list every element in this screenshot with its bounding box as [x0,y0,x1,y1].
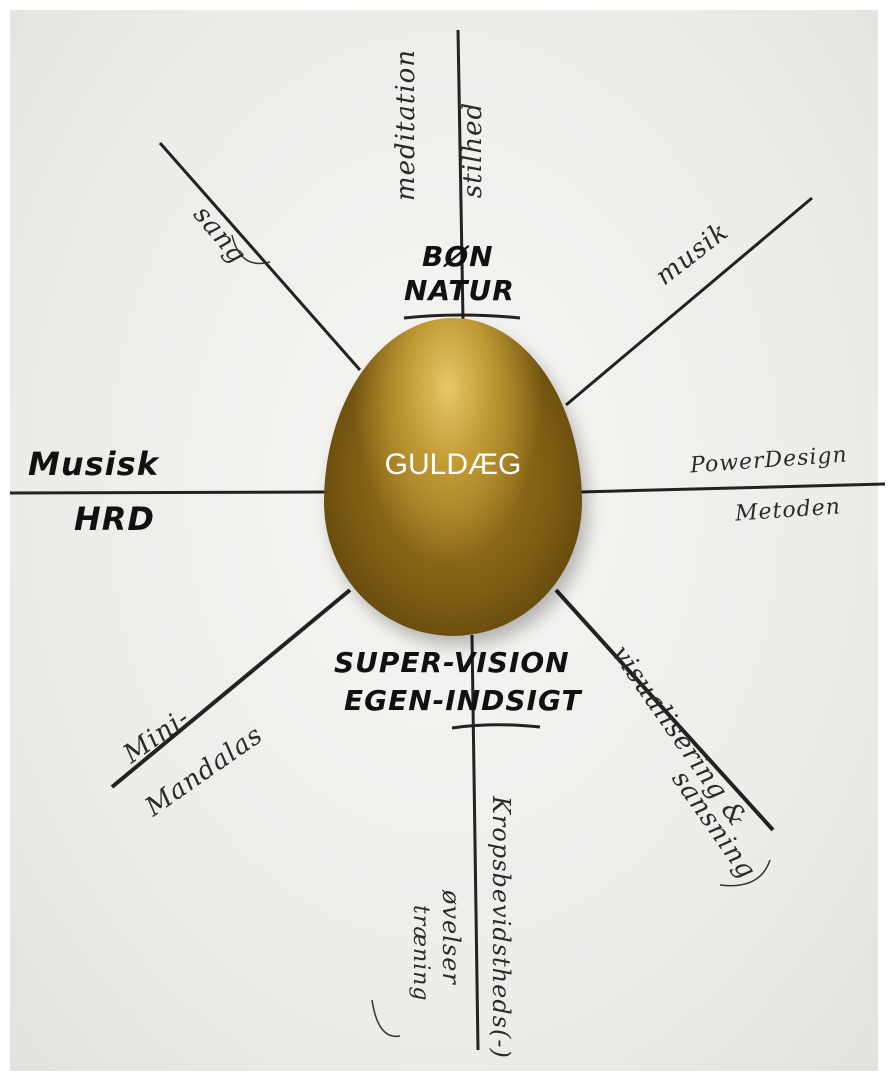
traening-arc [372,1000,400,1036]
indsigt-underline [452,725,540,728]
egg-label: GULDÆG [324,448,582,482]
bottom-label-1: SUPER-VISION [334,646,570,679]
spoke-left [10,492,326,493]
spoke-label-stilhed: stilhed [458,102,488,198]
top-label-1: BØN [422,240,494,273]
spoke-right [580,484,885,492]
bottom-label-2: EGEN-INDSIGT [344,684,582,717]
spoke-label-ovelser: øvelser [437,890,465,985]
spoke-upper-left [160,143,360,370]
spoke-label-kropsbevidstheds: Kropsbevidstheds(-) [487,796,515,1059]
top-label-2: NATUR [404,274,515,307]
spoke-upper-right [566,198,812,405]
left-label-2: HRD [74,500,155,538]
spoke-label-meditation: meditation [391,49,421,201]
spoke-label-traening: træning [408,905,433,1002]
left-label-1: Musisk [28,445,159,483]
